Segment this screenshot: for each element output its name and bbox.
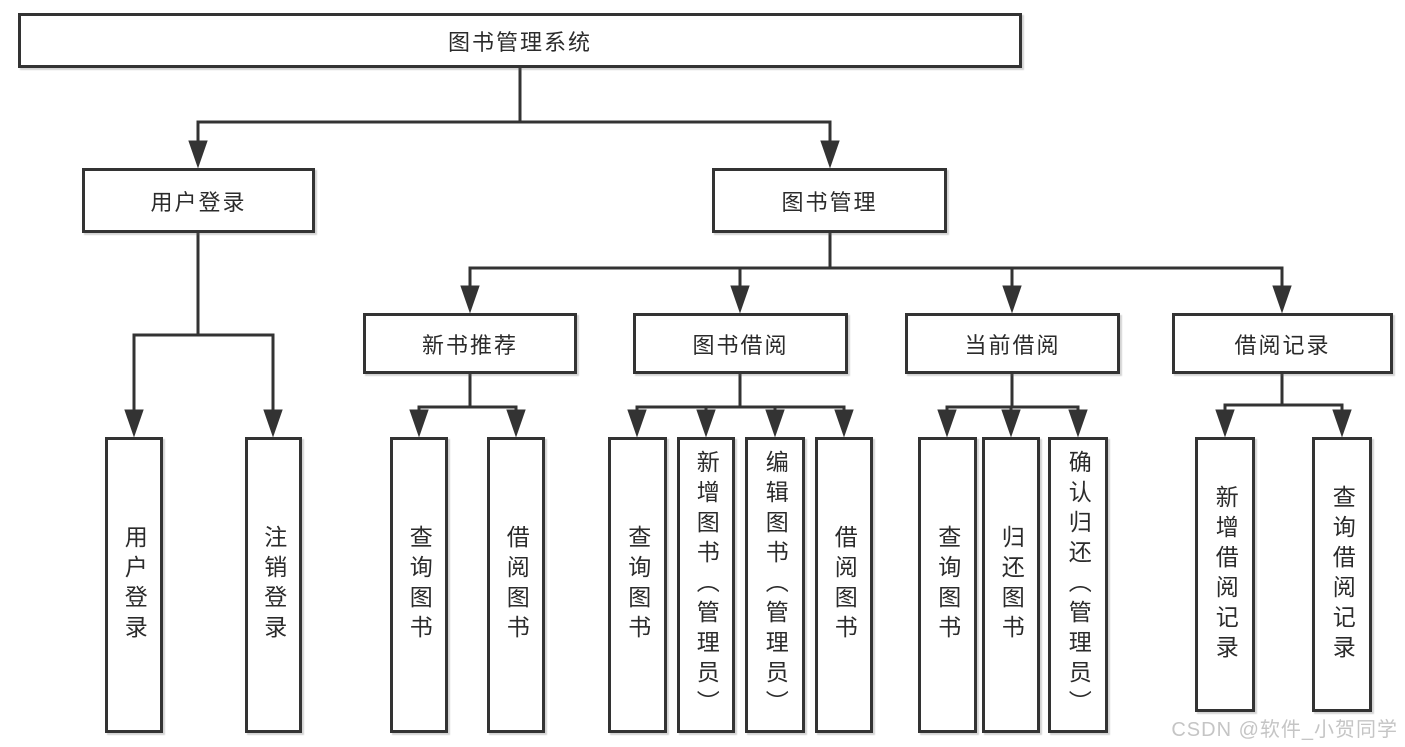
- leaf-confirm-return-admin: 确认归还（管理员）: [1048, 437, 1108, 733]
- leaf-confirm-return-admin-label: 确认归还（管理员）: [1065, 450, 1092, 720]
- leaf-query-books-recommend: 查询图书: [390, 437, 448, 733]
- leaf-borrow-books-borrowing: 借阅图书: [815, 437, 873, 733]
- leaf-logout-label: 注销登录: [260, 525, 287, 645]
- node-borrowing-records: 借阅记录: [1172, 313, 1393, 374]
- node-current-borrowing: 当前借阅: [905, 313, 1120, 374]
- leaf-query-books-borrowing-label: 查询图书: [624, 525, 651, 645]
- leaf-add-borrow-record-label: 新增借阅记录: [1212, 484, 1239, 665]
- leaf-query-borrow-record: 查询借阅记录: [1312, 437, 1372, 712]
- leaf-edit-book-admin: 编辑图书（管理员）: [745, 437, 805, 733]
- leaf-return-book-label: 归还图书: [998, 525, 1025, 645]
- leaf-borrow-books-borrowing-label: 借阅图书: [831, 525, 858, 645]
- watermark: CSDN @软件_小贺同学: [1171, 719, 1398, 741]
- node-borrowing-records-label: 借阅记录: [1234, 332, 1331, 358]
- node-user-login: 用户登录: [82, 168, 315, 233]
- leaf-user-login: 用户登录: [105, 437, 163, 733]
- leaf-borrow-books-recommend-label: 借阅图书: [503, 525, 530, 645]
- leaf-add-book-admin-label: 新增图书（管理员）: [693, 450, 720, 720]
- leaf-query-books-recommend-label: 查询图书: [406, 525, 433, 645]
- leaf-add-borrow-record: 新增借阅记录: [1195, 437, 1255, 712]
- node-book-management-label: 图书管理: [781, 189, 878, 215]
- node-root: 图书管理系统: [18, 13, 1022, 68]
- leaf-edit-book-admin-label: 编辑图书（管理员）: [762, 450, 789, 720]
- node-book-management: 图书管理: [712, 168, 947, 233]
- leaf-query-books-current-label: 查询图书: [934, 525, 961, 645]
- leaf-query-books-current: 查询图书: [918, 437, 977, 733]
- leaf-query-borrow-record-label: 查询借阅记录: [1329, 484, 1356, 665]
- leaf-query-books-borrowing: 查询图书: [608, 437, 667, 733]
- node-new-book-recommend: 新书推荐: [363, 313, 577, 374]
- node-new-book-recommend-label: 新书推荐: [421, 332, 518, 358]
- node-book-borrowing-label: 图书借阅: [692, 332, 789, 358]
- node-user-login-label: 用户登录: [150, 189, 247, 215]
- leaf-logout: 注销登录: [245, 437, 302, 733]
- leaf-return-book: 归还图书: [982, 437, 1040, 733]
- leaf-user-login-label: 用户登录: [121, 525, 148, 645]
- node-root-label: 图书管理系统: [447, 29, 592, 55]
- leaf-borrow-books-recommend: 借阅图书: [487, 437, 545, 733]
- leaf-add-book-admin: 新增图书（管理员）: [677, 437, 735, 733]
- node-book-borrowing: 图书借阅: [633, 313, 848, 374]
- node-current-borrowing-label: 当前借阅: [964, 332, 1061, 358]
